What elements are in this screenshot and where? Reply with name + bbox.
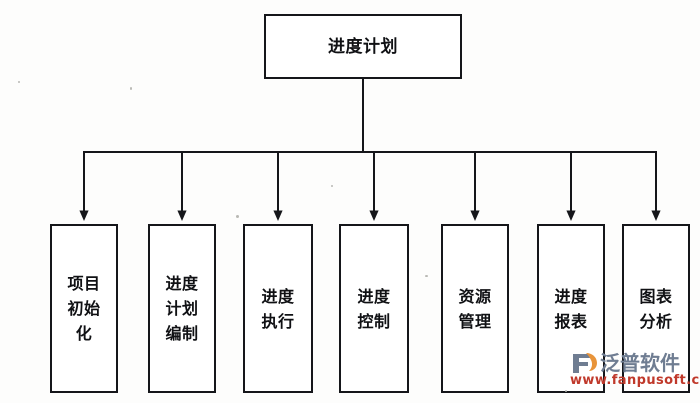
scan-speck bbox=[565, 390, 567, 392]
scan-speck bbox=[18, 81, 20, 83]
node-schedule-report[interactable]: 进度报表 bbox=[537, 224, 605, 393]
node-label-5: 资源管理 bbox=[458, 286, 492, 331]
node-root-schedule-plan[interactable]: 进度计划 bbox=[264, 14, 462, 79]
scan-speck bbox=[425, 275, 428, 277]
scan-speck bbox=[130, 87, 132, 90]
scan-speck bbox=[236, 215, 239, 218]
node-root-label: 进度计划 bbox=[328, 36, 398, 57]
node-label-4: 进度控制 bbox=[357, 286, 391, 331]
node-label-3: 进度执行 bbox=[261, 286, 295, 331]
node-label-1: 项目初始化 bbox=[67, 274, 101, 343]
node-label-6: 进度报表 bbox=[554, 286, 588, 331]
node-label-2: 进度计划编制 bbox=[165, 274, 199, 343]
node-schedule-control[interactable]: 进度控制 bbox=[339, 224, 409, 393]
node-resource-management[interactable]: 资源管理 bbox=[441, 224, 509, 393]
node-project-initialization[interactable]: 项目初始化 bbox=[50, 224, 118, 393]
scan-speck bbox=[331, 185, 333, 187]
node-schedule-execution[interactable]: 进度执行 bbox=[243, 224, 313, 393]
node-chart-analysis[interactable]: 图表分析 bbox=[622, 224, 690, 393]
node-schedule-plan-preparation[interactable]: 进度计划编制 bbox=[148, 224, 216, 393]
node-label-7: 图表分析 bbox=[639, 286, 673, 331]
